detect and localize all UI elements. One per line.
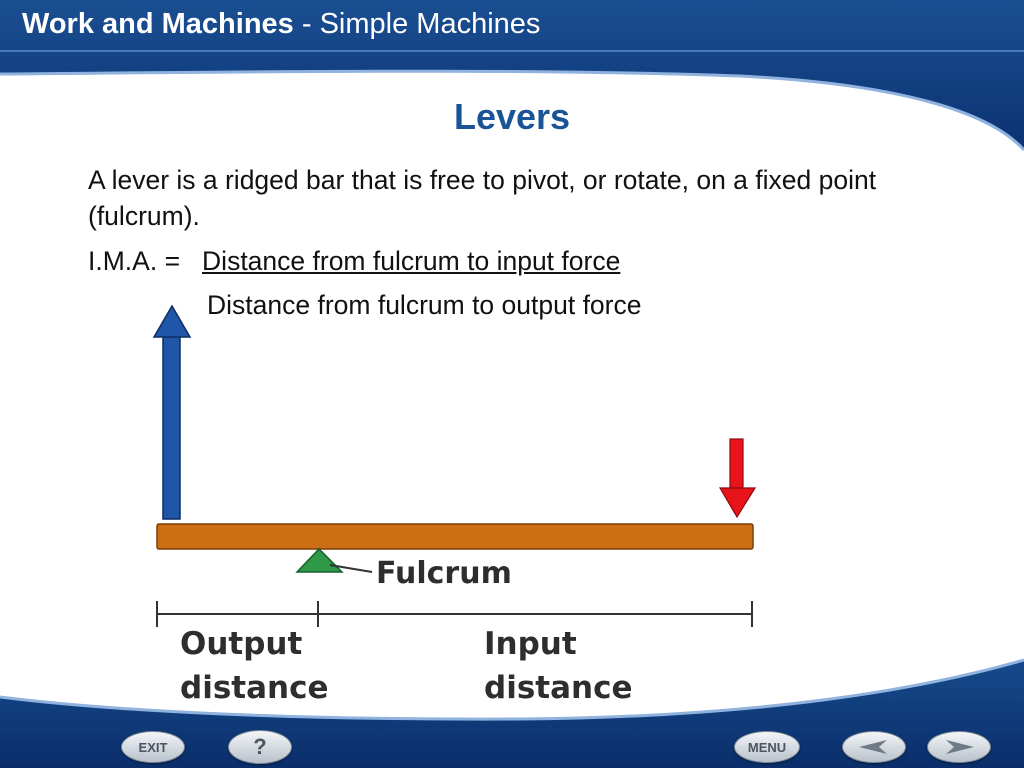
input-label-line2: distance [484,670,633,706]
fulcrum-triangle [295,547,344,573]
slide-title: Levers [453,96,571,137]
help-button[interactable]: ? [228,730,292,764]
formula-prefix: I.M.A. = [88,246,181,276]
section-title: Work and Machines [22,8,294,40]
input-distance-label: Input distance [484,622,632,710]
arrow-left-icon [859,740,887,754]
output-force-arrow-head [152,304,192,338]
section-header: Work and Machines - Simple Machines [22,8,540,41]
arrow-right-icon [946,740,974,754]
lever-definition: A lever is a ridged bar that is free to … [88,165,877,231]
lever-diagram [152,304,757,627]
input-label-line1: Input [484,626,577,662]
next-button[interactable] [927,731,991,763]
output-force-arrow-shaft [162,333,181,520]
previous-button[interactable] [842,731,906,763]
formula-denominator: Distance from fulcrum to output force [207,290,642,320]
output-distance-label: Output distance [180,622,328,710]
menu-button[interactable]: MENU [734,731,800,763]
output-label-line1: Output [180,626,303,662]
section-subtitle: - Simple Machines [301,8,541,40]
formula-numerator: Distance from fulcrum to input force [202,246,621,276]
header-band [0,0,1024,150]
lever-bar [156,523,754,550]
fulcrum-pointer-line [329,564,373,573]
output-label-line2: distance [180,670,329,706]
ima-formula: I.M.A. = Distance from fulcrum to input f… [88,246,620,277]
footer-swoosh-highlight [0,658,1024,721]
input-force-arrow-head [718,487,757,519]
exit-button[interactable]: EXIT [121,731,185,763]
header-swoosh-highlight [0,69,1024,152]
fulcrum-label: Fulcrum [376,556,512,591]
input-force-arrow-shaft [729,438,744,492]
